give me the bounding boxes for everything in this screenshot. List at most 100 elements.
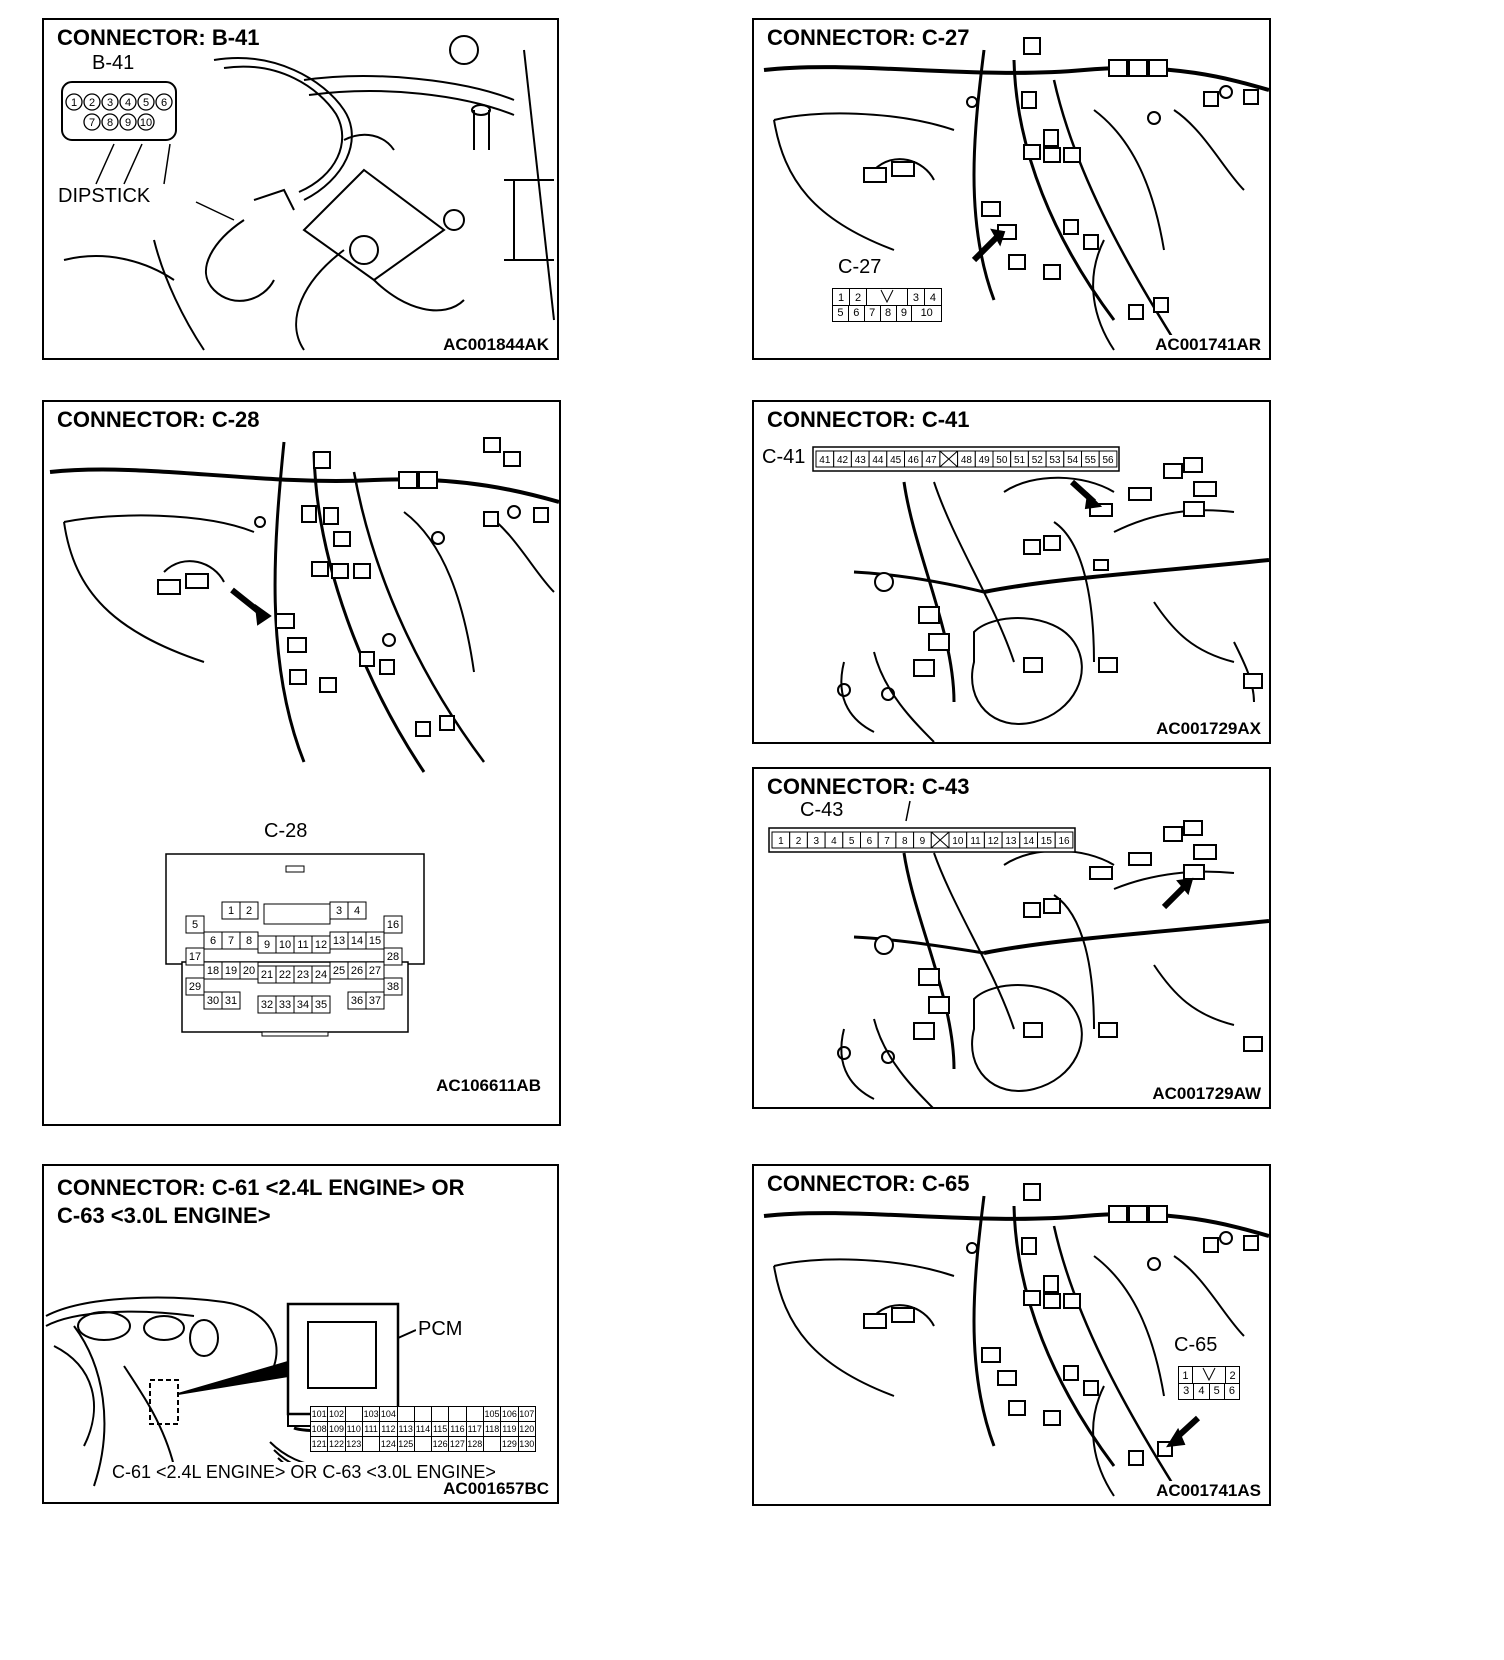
panel-title: CONNECTOR: C-28 xyxy=(54,406,263,434)
pin-number: 16 xyxy=(387,919,399,931)
pin-cell: 2 xyxy=(1225,1366,1240,1387)
pin-cell-blank xyxy=(413,1406,432,1422)
pin-cell: 126 xyxy=(430,1436,450,1452)
pin-number: 46 xyxy=(908,455,920,466)
figure-code: AC001657BC xyxy=(441,1479,551,1499)
pin-number: 1 xyxy=(228,905,234,917)
pin-number: 14 xyxy=(351,935,363,947)
pin-number: 27 xyxy=(369,965,381,977)
c43-dash-drawing xyxy=(837,820,1269,1107)
pin-cell: 123 xyxy=(344,1436,363,1452)
pin-cell xyxy=(1054,831,1074,849)
panel-connector-c27: CONNECTOR: C-27 C-27 1 2 3 4 5 6 7 8 9 1… xyxy=(752,18,1271,360)
pin-cell: 121 xyxy=(309,1436,329,1452)
pin-cell: 125 xyxy=(396,1436,415,1452)
pin-number: 13 xyxy=(333,935,345,947)
pin-number: 55 xyxy=(1085,455,1097,466)
pin-circle xyxy=(83,93,101,111)
pin-cell xyxy=(365,991,385,1010)
pin-number: 49 xyxy=(979,455,991,466)
pin-cell: 3 xyxy=(1177,1383,1195,1400)
pin-number: 32 xyxy=(261,999,273,1011)
pin-cell: 127 xyxy=(448,1436,467,1452)
pin-number: 56 xyxy=(1102,455,1114,466)
pin-cell: 112 xyxy=(379,1421,398,1437)
pin-cell xyxy=(383,977,403,996)
pin-cell: 6 xyxy=(1223,1383,1241,1400)
pin-number: 51 xyxy=(1014,455,1026,466)
pin-number: 34 xyxy=(297,999,309,1011)
pin-cell: 118 xyxy=(482,1421,502,1437)
panel-connector-c65: CONNECTOR: C-65 C-65 1 2 3 4 5 6 AC00174… xyxy=(752,1164,1271,1506)
pin-cell: 101 xyxy=(309,1406,329,1422)
pin-number: 38 xyxy=(387,981,399,993)
c65-harness-drawing xyxy=(763,1183,1269,1497)
pin-number: 47 xyxy=(925,455,937,466)
pin-number: 37 xyxy=(369,995,381,1007)
pin-cell: 103 xyxy=(361,1406,381,1422)
pin-circle xyxy=(65,93,83,111)
pcm-label: PCM xyxy=(416,1318,465,1341)
pin-number: 9 xyxy=(125,117,131,129)
c65-pin-grid-row1: 1 2 xyxy=(1178,1366,1240,1387)
pin-cell xyxy=(1098,450,1118,468)
figure-code: AC001741AR xyxy=(1153,335,1263,355)
pin-number: 22 xyxy=(279,969,291,981)
pin-cell xyxy=(365,961,385,980)
pin-number: 24 xyxy=(315,969,327,981)
pin-number: 25 xyxy=(333,965,345,977)
pin-row: 3 4 5 6 xyxy=(1177,1383,1241,1400)
pin-cell xyxy=(365,931,385,950)
pin-number: 16 xyxy=(1058,836,1070,847)
pin-cell: 106 xyxy=(500,1406,519,1422)
pin-cell: 113 xyxy=(396,1421,415,1437)
dipstick-label: DIPSTICK xyxy=(56,185,153,208)
panel-title-line2: C-63 <3.0L ENGINE> xyxy=(54,1202,274,1230)
pin-cell: 102 xyxy=(327,1406,346,1422)
pin-cell: 108 xyxy=(309,1421,329,1437)
pin-cell: 5 xyxy=(1208,1383,1225,1400)
pin-number: 6 xyxy=(161,97,167,109)
pin-number: 19 xyxy=(225,965,237,977)
pin-cell: 115 xyxy=(430,1421,450,1437)
pin-number: 42 xyxy=(837,455,849,466)
pin-number: 5 xyxy=(143,97,149,109)
pin-cell: 8 xyxy=(879,305,897,322)
pin-cell-blank xyxy=(361,1436,381,1452)
pin-number: 54 xyxy=(1067,455,1079,466)
pin-number: 23 xyxy=(297,969,309,981)
c65-pin-grid-row2: 3 4 5 6 xyxy=(1177,1383,1241,1400)
pin-number: 3 xyxy=(107,97,113,109)
pin-number: 33 xyxy=(279,999,291,1011)
pin-number: 3 xyxy=(336,905,342,917)
pin-number: 15 xyxy=(1041,836,1053,847)
pin-cell xyxy=(221,991,241,1010)
figure-code: AC001844AK xyxy=(441,335,551,355)
connector-label: C-28 xyxy=(262,820,310,843)
pin-cell: 120 xyxy=(517,1421,537,1437)
pin-cell: 119 xyxy=(500,1421,519,1437)
pin-number: 29 xyxy=(189,981,201,993)
dipstick-leader-lines xyxy=(95,143,235,221)
pin-number: 13 xyxy=(1005,836,1017,847)
c27-pin-grid: 1 2 3 4 xyxy=(831,288,943,309)
c61-pcm-drawing xyxy=(45,1296,417,1487)
pin-cell: 114 xyxy=(413,1421,432,1437)
pin-cell: 110 xyxy=(344,1421,363,1437)
pin-cell: 116 xyxy=(448,1421,467,1437)
connector-label: B-41 xyxy=(90,52,137,75)
pin-cell: 122 xyxy=(327,1436,346,1452)
pin-row: 1 2 xyxy=(1178,1366,1240,1387)
pin-cell xyxy=(347,901,367,920)
connector-caption: C-61 <2.4L ENGINE> OR C-63 <3.0L ENGINE> xyxy=(110,1462,498,1483)
pin-number: 8 xyxy=(107,117,113,129)
pin-cell: 4 xyxy=(1193,1383,1210,1400)
pin-number: 10 xyxy=(952,836,964,847)
pin-cell: 128 xyxy=(465,1436,484,1452)
figure-code: AC001729AX xyxy=(1154,719,1263,739)
